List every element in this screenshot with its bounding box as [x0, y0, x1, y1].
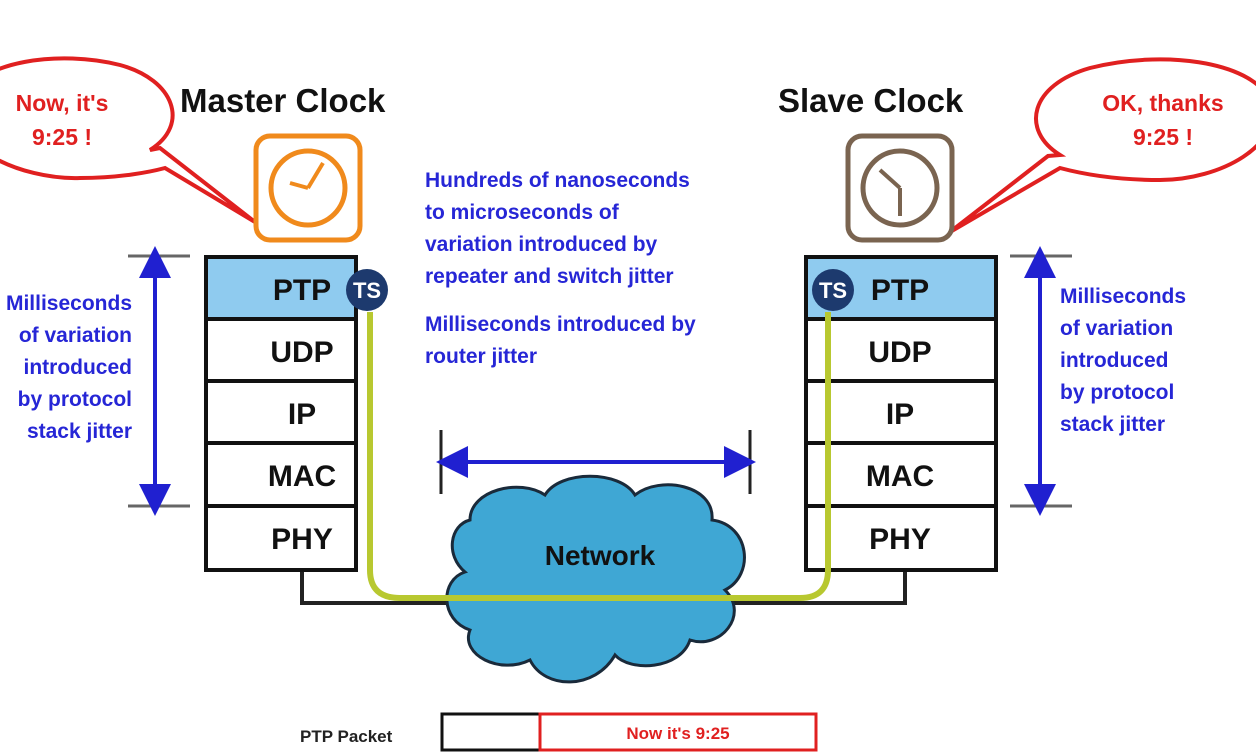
master-side-note: Milliseconds of variation introduced by … — [6, 292, 132, 443]
note-line: to microseconds of — [425, 201, 620, 224]
layer-mac: MAC — [866, 460, 934, 493]
ts-label: TS — [353, 278, 381, 303]
note-line: Hundreds of nanoseconds — [425, 169, 690, 192]
master-clock-icon — [253, 133, 363, 243]
slave-jitter-measure — [1010, 246, 1072, 516]
switch-jitter-note: Hundreds of nanoseconds to microseconds … — [425, 169, 690, 288]
layer-phy: PHY — [869, 523, 931, 556]
layer-ip: IP — [886, 398, 914, 431]
ptp-packet-path — [367, 312, 831, 601]
layer-udp: UDP — [868, 336, 931, 369]
ts-label: TS — [819, 278, 847, 303]
layer-ptp: PTP — [273, 274, 331, 307]
note-line: Milliseconds — [6, 292, 132, 315]
packet-payload: Now it's 9:25 — [626, 724, 729, 743]
note-line: stack jitter — [1060, 413, 1165, 436]
note-line: by protocol — [1060, 381, 1174, 404]
ptp-packet-legend: PTP Packet Now it's 9:25 — [300, 712, 818, 752]
note-line: router jitter — [425, 345, 537, 368]
packet-label: PTP Packet — [300, 727, 393, 746]
master-jitter-measure — [128, 246, 190, 516]
note-line: of variation — [1060, 317, 1173, 340]
note-line: Milliseconds — [1060, 285, 1186, 308]
router-jitter-note: Milliseconds introduced by router jitter — [425, 313, 696, 368]
slave-clock-icon — [845, 133, 955, 243]
slave-bubble-line-2: 9:25 ! — [1133, 124, 1193, 150]
note-line: of variation — [19, 324, 132, 347]
layer-ptp: PTP — [871, 274, 929, 307]
slave-speech-bubble: OK, thanks 9:25 ! — [948, 57, 1256, 234]
master-speech-bubble: Now, it's 9:25 ! — [0, 56, 257, 224]
layer-udp: UDP — [270, 336, 333, 369]
note-line: stack jitter — [27, 420, 132, 443]
network-cloud-icon: Network — [445, 474, 746, 684]
master-bubble-line-1: Now, it's — [16, 90, 109, 116]
note-line: repeater and switch jitter — [425, 265, 674, 288]
layer-ip: IP — [288, 398, 316, 431]
note-line: variation introduced by — [425, 233, 658, 256]
slave-bubble-line-1: OK, thanks — [1102, 90, 1223, 116]
note-line: introduced — [24, 356, 133, 379]
network-span-arrow — [436, 430, 756, 494]
master-protocol-stack: PTP UDP IP MAC PHY — [204, 255, 358, 572]
note-line: introduced — [1060, 349, 1169, 372]
note-line: by protocol — [18, 388, 132, 411]
master-timestamp-badge: TS — [346, 269, 388, 311]
layer-mac: MAC — [268, 460, 336, 493]
slave-clock-title: Slave Clock — [778, 82, 964, 119]
slave-timestamp-badge: TS — [812, 269, 854, 311]
slave-protocol-stack: PTP UDP IP MAC PHY — [804, 255, 998, 572]
network-label: Network — [545, 540, 656, 571]
master-bubble-line-2: 9:25 ! — [32, 124, 92, 150]
note-line: Milliseconds introduced by — [425, 313, 696, 336]
slave-side-note: Milliseconds of variation introduced by … — [1060, 285, 1186, 436]
layer-phy: PHY — [271, 523, 333, 556]
master-clock-title: Master Clock — [180, 82, 386, 119]
